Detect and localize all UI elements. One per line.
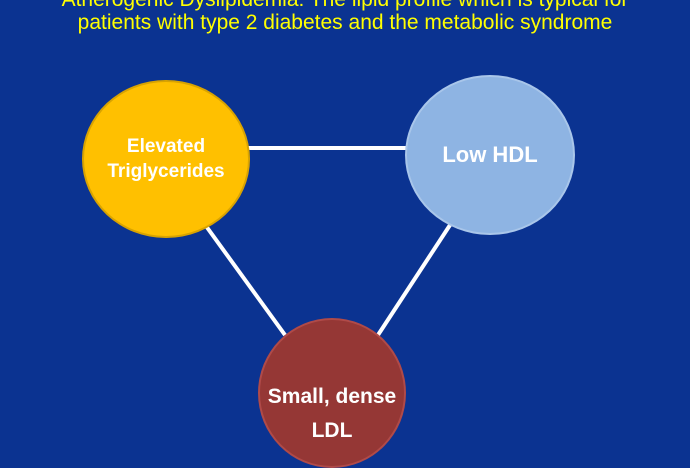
- connector-lines: [204, 146, 454, 337]
- node-label: Low HDL: [442, 142, 538, 167]
- edge-hdl-ldl: [376, 220, 454, 337]
- title-line-2: patients with type 2 diabetes and the me…: [77, 11, 613, 34]
- node-small-dense-ldl: Small, dense LDL: [258, 318, 406, 468]
- node-elevated-triglycerides: Elevated Triglycerides: [82, 80, 250, 238]
- edge-triglycerides-ldl: [204, 224, 287, 337]
- node-label-line: Triglycerides: [107, 161, 225, 182]
- node-low-hdl: Low HDL: [405, 75, 575, 235]
- title-line-1: Atherogenic Dyslipidemia: The lipid prof…: [0, 0, 690, 12]
- node-label-line: Small, dense: [267, 385, 397, 408]
- node-label-line: LDL: [311, 419, 353, 442]
- node-label-line: Elevated: [126, 136, 206, 157]
